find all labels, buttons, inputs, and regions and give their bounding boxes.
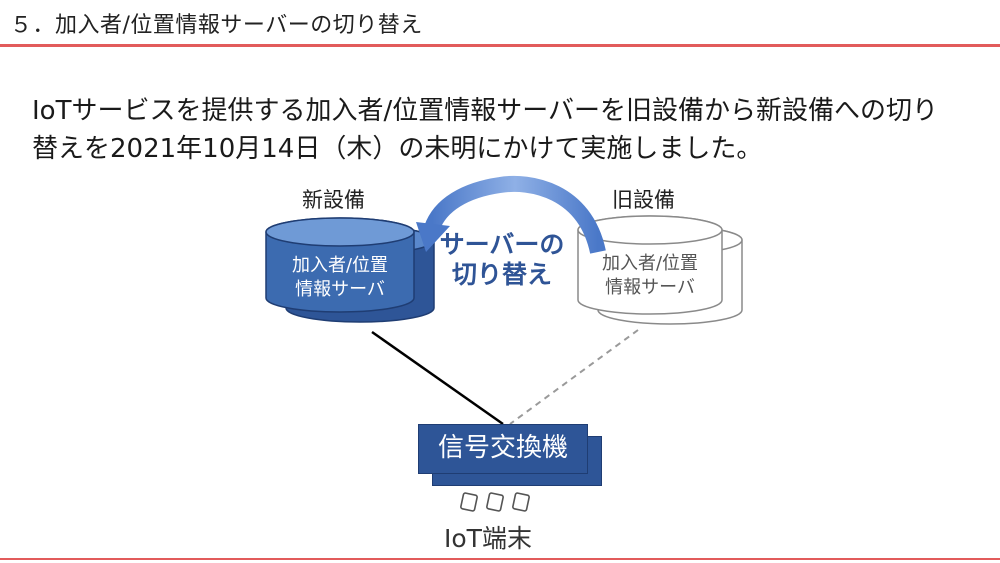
slide-header: ５．加入者/位置情報サーバーの切り替え	[0, 0, 1000, 44]
signal-switch-label: 信号交換機	[437, 433, 568, 463]
slide-title: ５．加入者/位置情報サーバーの切り替え	[10, 13, 423, 38]
signal-switch-node	[418, 424, 588, 474]
iot-device-label: IoT端末	[444, 524, 532, 553]
body-text: IoTサービスを提供する加入者/位置情報サーバーを旧設備から新設備への切り 替え…	[32, 92, 982, 168]
old-server-cylinder	[577, 215, 743, 325]
new-server-label: 加入者/位置 情報サーバ	[272, 254, 408, 302]
old-equipment-label: 旧設備	[612, 188, 675, 212]
new-server-connection-line	[371, 330, 504, 426]
new-server-cylinder	[265, 217, 435, 323]
header-divider	[0, 44, 1000, 47]
switch-arrow	[416, 175, 606, 254]
switch-arrow-label: サーバーの 切り替え	[432, 230, 572, 290]
iot-device-icons	[460, 492, 530, 512]
new-equipment-label: 新設備	[302, 188, 365, 212]
body-text-line-1: IoTサービスを提供する加入者/位置情報サーバーを旧設備から新設備への切り	[32, 96, 938, 126]
switch-arrow-label-line-2: 切り替え	[451, 260, 552, 289]
old-server-label-line-1: 加入者/位置	[601, 253, 699, 274]
footer-divider	[0, 558, 1000, 560]
old-server-label: 加入者/位置 情報サーバ	[582, 252, 718, 300]
switch-arrow-label-line-1: サーバーの	[439, 230, 565, 259]
body-text-line-2: 替えを2021年10月14日（木）の未明にかけて実施しました。	[32, 134, 763, 164]
old-server-connection-line	[509, 329, 639, 425]
new-server-label-line-2: 情報サーバ	[295, 279, 385, 300]
new-server-label-line-1: 加入者/位置	[291, 255, 389, 276]
old-server-label-line-2: 情報サーバ	[605, 277, 695, 298]
